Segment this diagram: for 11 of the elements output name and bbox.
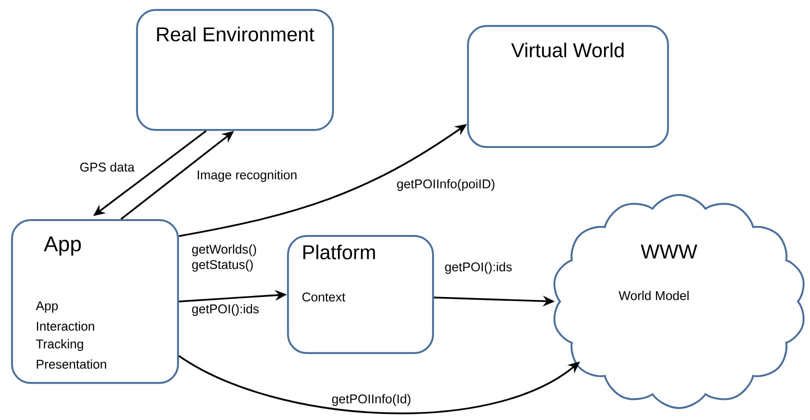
edge-label: getPOIInfo(poiID) xyxy=(395,178,496,192)
edge-label: getPOI():ids xyxy=(443,260,514,276)
app-box: App App Interaction Tracking Presentation xyxy=(11,219,179,384)
edge-label: getPOIInfo(Id) xyxy=(330,392,412,408)
platform-box: Platform Context xyxy=(287,235,434,354)
edge-label: getWorlds() getStatus() xyxy=(190,243,257,273)
environment-box: Real Environment xyxy=(136,9,334,131)
world-box: Virtual World xyxy=(467,25,669,148)
edge-label: Image recognition xyxy=(195,168,299,184)
edge-label: GPS data xyxy=(78,161,136,173)
call-label: getPOI():ids xyxy=(190,302,261,318)
